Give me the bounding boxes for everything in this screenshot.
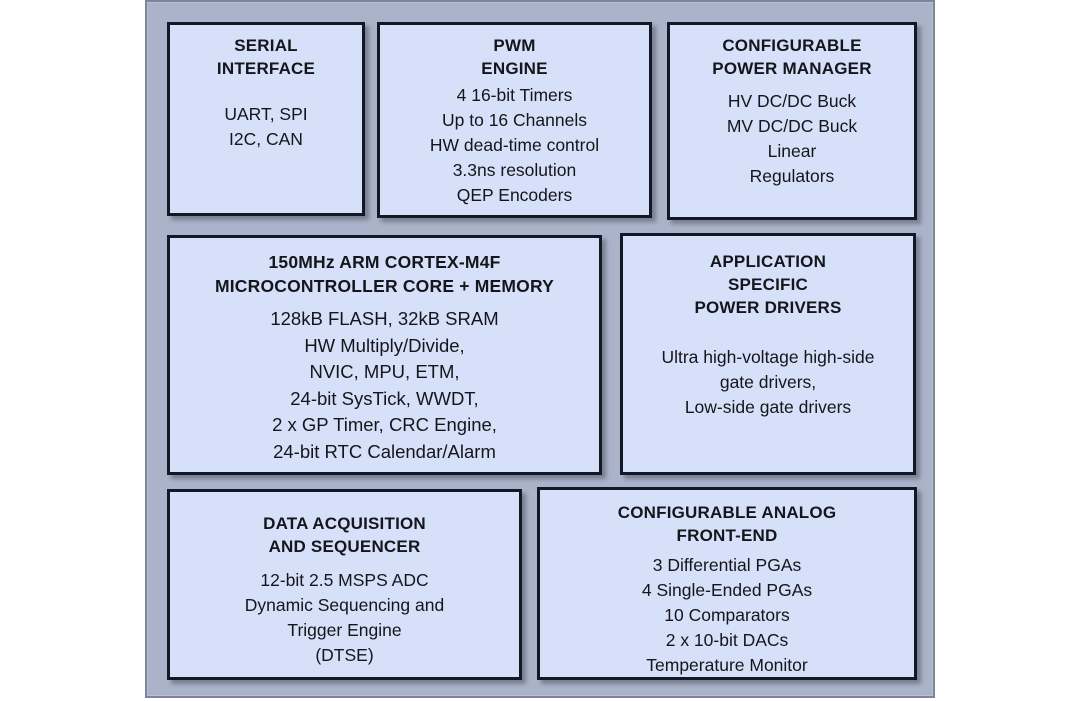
block-power-manager: CONFIGURABLE POWER MANAGER HV DC/DC Buck… (667, 22, 917, 220)
block-mcu-core: 150MHz ARM CORTEX-M4F MICROCONTROLLER CO… (167, 235, 602, 475)
block-analog-frontend-body: 3 Differential PGAs 4 Single-Ended PGAs … (641, 555, 813, 675)
block-power-drivers-title: APPLICATION SPECIFIC POWER DRIVERS (694, 252, 842, 317)
block-analog-frontend-title: CONFIGURABLE ANALOG FRONT-END (617, 503, 837, 545)
block-power-drivers-body: Ultra high-voltage high-side gate driver… (661, 347, 875, 417)
block-power-drivers: APPLICATION SPECIFIC POWER DRIVERS Ultra… (620, 233, 916, 475)
block-serial-interface-body: UART, SPI I2C, CAN (224, 104, 308, 149)
block-pwm-engine-body: 4 16-bit Timers Up to 16 Channels HW dea… (429, 85, 600, 205)
block-data-acquisition-body: 12-bit 2.5 MSPS ADC Dynamic Sequencing a… (244, 570, 445, 665)
block-serial-interface-title: SERIAL INTERFACE (216, 36, 316, 78)
block-data-acquisition: DATA ACQUISITION AND SEQUENCER 12-bit 2.… (167, 489, 522, 680)
block-pwm-engine-title: PWM ENGINE (481, 36, 548, 78)
block-mcu-core-title: 150MHz ARM CORTEX-M4F MICROCONTROLLER CO… (214, 252, 555, 296)
block-power-manager-title: CONFIGURABLE POWER MANAGER (712, 36, 872, 78)
block-power-manager-body: HV DC/DC Buck MV DC/DC Buck Linear Regul… (726, 91, 858, 186)
chip-container: SERIAL INTERFACE UART, SPI I2C, CAN PWM … (145, 0, 935, 698)
block-analog-frontend: CONFIGURABLE ANALOG FRONT-END 3 Differen… (537, 487, 917, 680)
block-data-acquisition-title: DATA ACQUISITION AND SEQUENCER (263, 514, 426, 556)
block-serial-interface: SERIAL INTERFACE UART, SPI I2C, CAN (167, 22, 365, 216)
block-pwm-engine: PWM ENGINE 4 16-bit Timers Up to 16 Chan… (377, 22, 652, 218)
block-mcu-core-body: 128kB FLASH, 32kB SRAM HW Multiply/Divid… (270, 308, 499, 462)
